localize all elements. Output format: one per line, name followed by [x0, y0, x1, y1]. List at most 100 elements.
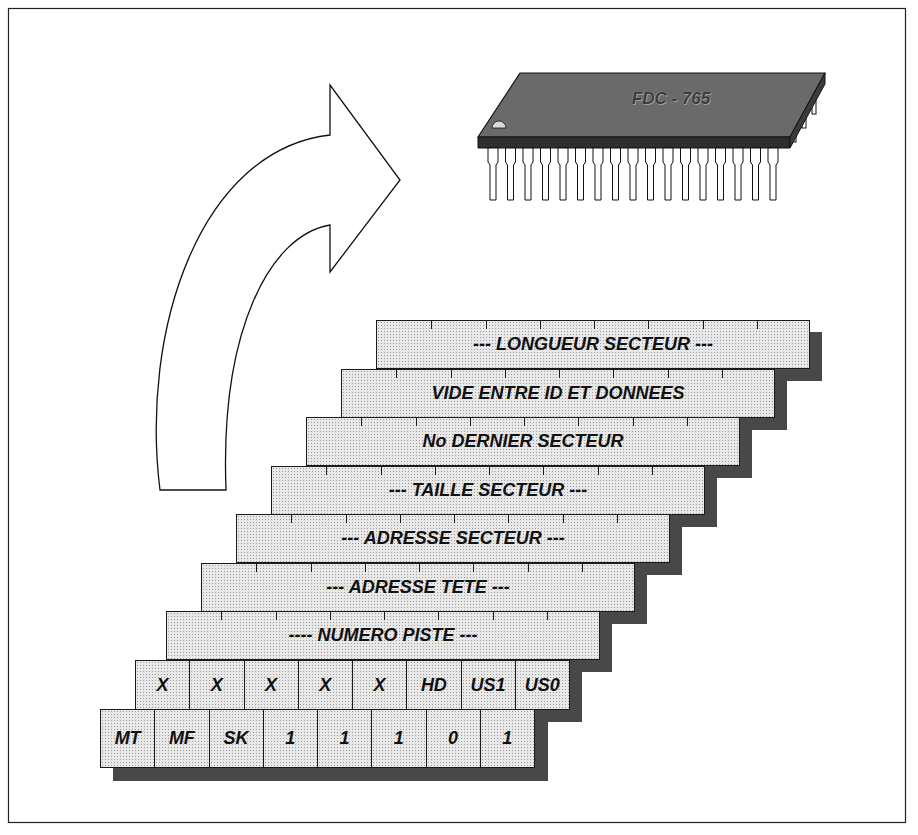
band-shadows: [113, 332, 822, 781]
bit-name: X: [157, 675, 169, 696]
bit-name: X: [319, 675, 331, 696]
bit-name: X: [265, 675, 277, 696]
command-byte-band: --- LONGUEUR SECTEUR ---: [376, 320, 810, 369]
bit-tick: [543, 467, 544, 475]
command-byte-band: --- TAILLE SECTEUR ---: [271, 466, 705, 515]
chip-part: [716, 148, 726, 200]
chip-part: [733, 148, 743, 200]
bit-tick: [470, 418, 471, 426]
command-byte-band: --- ADRESSE TETE ---: [201, 563, 635, 612]
bit-tick: [489, 467, 490, 475]
chip-part: [698, 148, 708, 200]
command-byte-band: VIDE ENTRE ID ET DONNEES: [341, 369, 775, 418]
chip-part: [790, 73, 825, 148]
bit-cell: 1: [371, 709, 426, 768]
chip-part: [478, 73, 825, 137]
chip-part: [576, 148, 586, 200]
bit-tick: [652, 467, 653, 475]
chip-part: [506, 148, 516, 200]
bit-name: 1: [340, 728, 350, 749]
bit-tick: [256, 564, 257, 572]
bit-cell: 1: [480, 709, 535, 768]
bit-tick: [613, 370, 614, 378]
bit-tick: [221, 612, 222, 620]
bit-tick: [703, 321, 704, 329]
frame: [9, 9, 906, 823]
field-name: No DERNIER SECTEUR: [422, 431, 623, 452]
chip-part: [558, 148, 568, 200]
chip-part: [492, 121, 506, 128]
bit-tick: [311, 564, 312, 572]
bit-cell: X: [189, 660, 244, 710]
bit-tick: [454, 515, 455, 523]
bit-name: 0: [448, 728, 458, 749]
bit-name: US1: [471, 675, 506, 696]
chip-part: [523, 148, 533, 200]
bit-tick: [435, 467, 436, 475]
bit-tick: [578, 418, 579, 426]
bit-tick: [598, 467, 599, 475]
bit-tick: [365, 564, 366, 572]
field-name: --- ADRESSE TETE ---: [326, 577, 509, 598]
chip-part: [541, 148, 551, 200]
field-name: --- ADRESSE SECTEUR ---: [341, 528, 564, 549]
bit-tick: [559, 370, 560, 378]
bit-cell: 1: [263, 709, 318, 768]
chip-part: [488, 148, 498, 200]
chip-part: [628, 148, 638, 200]
bit-name: SK: [224, 728, 249, 749]
bit-cell: X: [135, 660, 190, 710]
bit-name: 1: [502, 728, 512, 749]
bit-name: MF: [169, 728, 195, 749]
bit-cell: MT: [100, 709, 155, 768]
command-byte-band: ---- NUMERO PISTE ---: [166, 611, 600, 660]
bit-tick: [291, 515, 292, 523]
bit-tick: [416, 418, 417, 426]
bit-name: X: [211, 675, 223, 696]
bit-tick: [486, 321, 487, 329]
field-name: ---- NUMERO PISTE ---: [289, 625, 478, 646]
bit-tick: [722, 370, 723, 378]
bit-tick: [419, 564, 420, 572]
chip-part: [681, 148, 691, 200]
bit-tick: [473, 564, 474, 572]
bit-tick: [451, 370, 452, 378]
bit-name: 1: [394, 728, 404, 749]
chip-body: [470, 62, 832, 207]
bit-cell: X: [298, 660, 353, 710]
bit-tick: [400, 515, 401, 523]
bit-tick: [648, 321, 649, 329]
chip-part: [646, 148, 656, 200]
command-byte-band: --- ADRESSE SECTEUR ---: [236, 514, 670, 563]
bit-tick: [582, 564, 583, 572]
bit-tick: [617, 515, 618, 523]
chip-part: [611, 148, 621, 200]
command-byte-band: No DERNIER SECTEUR: [306, 417, 740, 466]
bit-cell: US1: [461, 660, 516, 710]
bit-cell: X: [352, 660, 407, 710]
chip-part: [478, 137, 790, 148]
bit-tick: [633, 418, 634, 426]
bit-tick: [528, 564, 529, 572]
bit-name: HD: [421, 675, 447, 696]
bit-tick: [547, 612, 548, 620]
field-name: --- TAILLE SECTEUR ---: [389, 480, 588, 501]
bit-tick: [396, 370, 397, 378]
bit-tick: [493, 612, 494, 620]
bit-tick: [361, 418, 362, 426]
bit-tick: [563, 515, 564, 523]
bit-cell: MF: [154, 709, 209, 768]
bit-tick: [326, 467, 327, 475]
field-name: --- LONGUEUR SECTEUR ---: [473, 334, 713, 355]
bit-tick: [668, 370, 669, 378]
chip-label: FDC - 765: [632, 89, 710, 109]
chip-part: [768, 148, 778, 200]
bit-name: MT: [115, 728, 141, 749]
bit-cell: US0: [515, 660, 570, 710]
bit-tick: [346, 515, 347, 523]
bit-tick: [384, 612, 385, 620]
controller-chip: FDC - 765: [470, 62, 832, 207]
chip-part: [593, 148, 603, 200]
bit-tick: [757, 321, 758, 329]
